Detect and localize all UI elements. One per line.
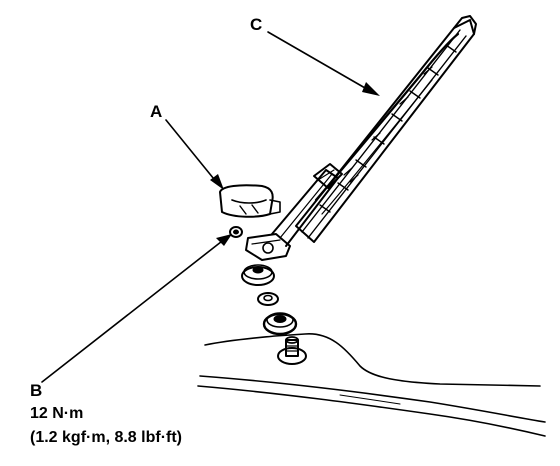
torque-spec-primary: 12 N·m [30, 405, 84, 422]
wiper-blade-outline [295, 19, 475, 243]
wiper-arm-nut [229, 226, 243, 238]
arrowhead-a [210, 174, 224, 190]
callout-label-b: B [30, 381, 43, 400]
leader-a [165, 119, 219, 185]
wiper-arm-cap [219, 184, 281, 218]
wiper-arm-and-blade [245, 15, 477, 261]
leader-c [267, 31, 373, 93]
arrowhead-c [362, 82, 380, 96]
wiper-arm-pivot-head [245, 233, 291, 261]
callout-label-c: C [250, 15, 263, 34]
callout-label-a: A [150, 102, 163, 121]
leader-arrowheads [210, 82, 380, 246]
torque-spec-secondary: (1.2 kgf·m, 8.8 lbf·ft) [30, 429, 183, 446]
leader-b [41, 237, 227, 383]
arrowhead-b [216, 234, 232, 246]
spacer-washer-stack [241, 264, 307, 365]
body-panel [197, 333, 546, 437]
leader-lines [41, 31, 373, 383]
